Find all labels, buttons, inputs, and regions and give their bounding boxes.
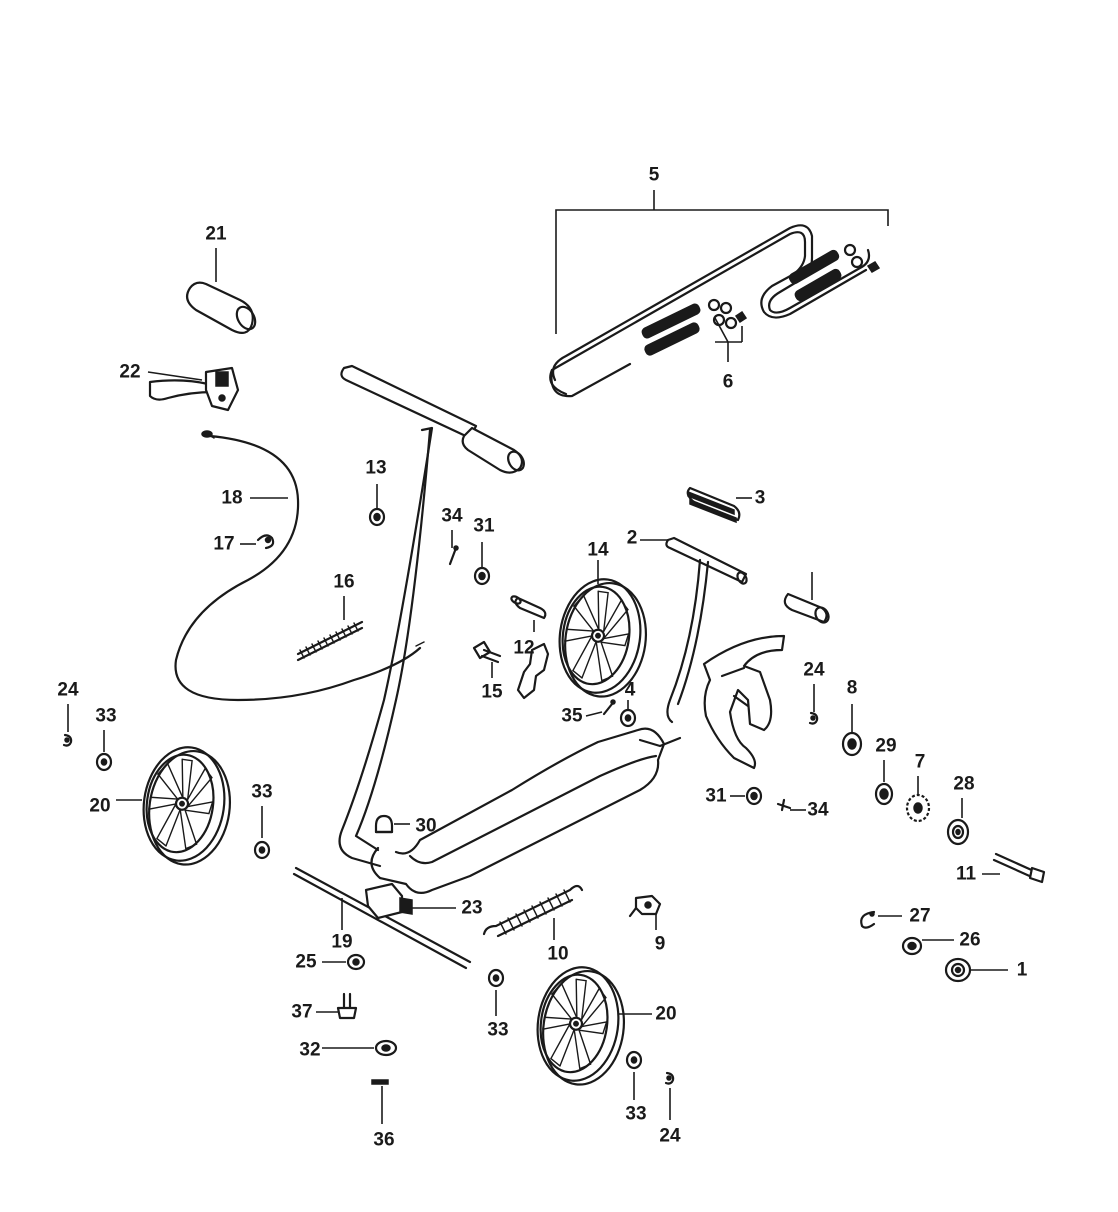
- cotter-pin-34-right: [776, 798, 792, 812]
- callout-5: 5: [649, 165, 660, 186]
- bracket-9: [628, 894, 662, 918]
- acorn-nut-30: [374, 814, 394, 834]
- callout-7: 7: [915, 752, 926, 773]
- callout-31-right: 31: [705, 786, 727, 807]
- brake-spring: [296, 620, 364, 662]
- callout-29: 29: [875, 736, 896, 757]
- callout-12: 12: [513, 638, 534, 659]
- clip-24-left: [62, 733, 73, 747]
- callout-33-left-top: 33: [95, 706, 116, 727]
- nut-31-top: [473, 566, 491, 586]
- bolt-15: [472, 640, 502, 664]
- callout-1: 1: [1017, 960, 1028, 981]
- rear-wheel-left: [134, 740, 239, 871]
- callout-9: 9: [655, 934, 666, 955]
- handlebar-grip: [185, 281, 257, 335]
- washer-4: [619, 708, 637, 728]
- callout-labels: 1 2 3 4 5 6 7 8 9 10 11 12 13 14 15 16 1…: [57, 165, 1027, 1151]
- callout-3: 3: [755, 488, 766, 509]
- callout-28: 28: [953, 774, 974, 795]
- callout-24-left: 24: [57, 680, 79, 701]
- callout-27: 27: [909, 906, 930, 927]
- callout-34-right: 34: [807, 800, 829, 821]
- callout-8: 8: [847, 678, 858, 699]
- nut-13: [368, 507, 386, 527]
- retaining-clip-27: [860, 910, 876, 929]
- washer-26: [901, 936, 923, 956]
- pin-36: [371, 1079, 389, 1085]
- callout-15: 15: [481, 682, 503, 703]
- callout-10: 10: [547, 944, 568, 965]
- callout-33-left-bottom: 33: [251, 782, 272, 803]
- sprocket-7: [905, 793, 931, 823]
- callout-19: 19: [331, 932, 352, 953]
- callout-26: 26: [959, 930, 980, 951]
- rear-spring-10: [482, 884, 584, 938]
- grip-3: [686, 486, 741, 524]
- front-wheel: [550, 572, 655, 703]
- bearing-1: [944, 957, 972, 983]
- callout-31-top: 31: [473, 516, 495, 537]
- callout-21: 21: [205, 224, 227, 245]
- callout-25: 25: [295, 952, 317, 973]
- washer-8: [841, 731, 863, 757]
- clip-24-right: [808, 711, 819, 725]
- callout-20-right: 20: [655, 1004, 676, 1025]
- callout-18: 18: [221, 488, 242, 509]
- washer-33-left-bottom: [253, 840, 271, 860]
- callout-20-left: 20: [89, 796, 110, 817]
- callout-2: 2: [627, 528, 638, 549]
- rear-axle-19: [292, 866, 472, 970]
- brake-cable: [174, 430, 425, 702]
- scooter-frame: [338, 364, 682, 895]
- pin-35: [602, 699, 616, 716]
- callout-30: 30: [415, 816, 436, 837]
- nut-25: [346, 953, 366, 971]
- cotter-pin-34-top: [448, 545, 459, 566]
- rear-fender: [702, 634, 786, 770]
- callout-16: 16: [333, 572, 354, 593]
- callout-24-right: 24: [803, 660, 825, 681]
- washer-33-right: [625, 1050, 643, 1070]
- callout-11: 11: [956, 864, 977, 885]
- callout-33-center: 33: [487, 1020, 508, 1041]
- bolt-37: [336, 992, 358, 1020]
- washer-33-center: [487, 968, 505, 988]
- callout-4: 4: [625, 680, 636, 701]
- washer-33-left-top: [95, 752, 113, 772]
- callout-32: 32: [299, 1040, 320, 1061]
- bearing-28: [946, 818, 970, 846]
- callout-34-top: 34: [441, 506, 463, 527]
- callout-35: 35: [561, 706, 583, 727]
- callout-33-right: 33: [625, 1104, 646, 1125]
- callout-6: 6: [723, 372, 734, 393]
- kickstand-2: [665, 536, 748, 724]
- callout-13: 13: [365, 458, 386, 479]
- long-bolt-11: [992, 852, 1046, 884]
- axle-pin: [510, 595, 550, 700]
- cable-end-clip: [256, 534, 275, 550]
- callout-23: 23: [461, 898, 482, 919]
- bushing-29: [874, 782, 894, 806]
- chain-assembly: [549, 224, 881, 398]
- nut-31-right: [745, 786, 763, 806]
- brake-lever: [148, 366, 240, 412]
- callout-17: 17: [213, 534, 234, 555]
- callout-37: 37: [291, 1002, 312, 1023]
- callout-14: 14: [587, 540, 609, 561]
- callout-24-bottom: 24: [659, 1126, 681, 1147]
- clip-24-bottom: [664, 1071, 675, 1085]
- callout-36: 36: [373, 1130, 394, 1151]
- rear-wheel-right: [528, 960, 633, 1091]
- washer-32: [374, 1039, 398, 1057]
- callout-22: 22: [119, 362, 140, 383]
- grip-right: [783, 592, 830, 624]
